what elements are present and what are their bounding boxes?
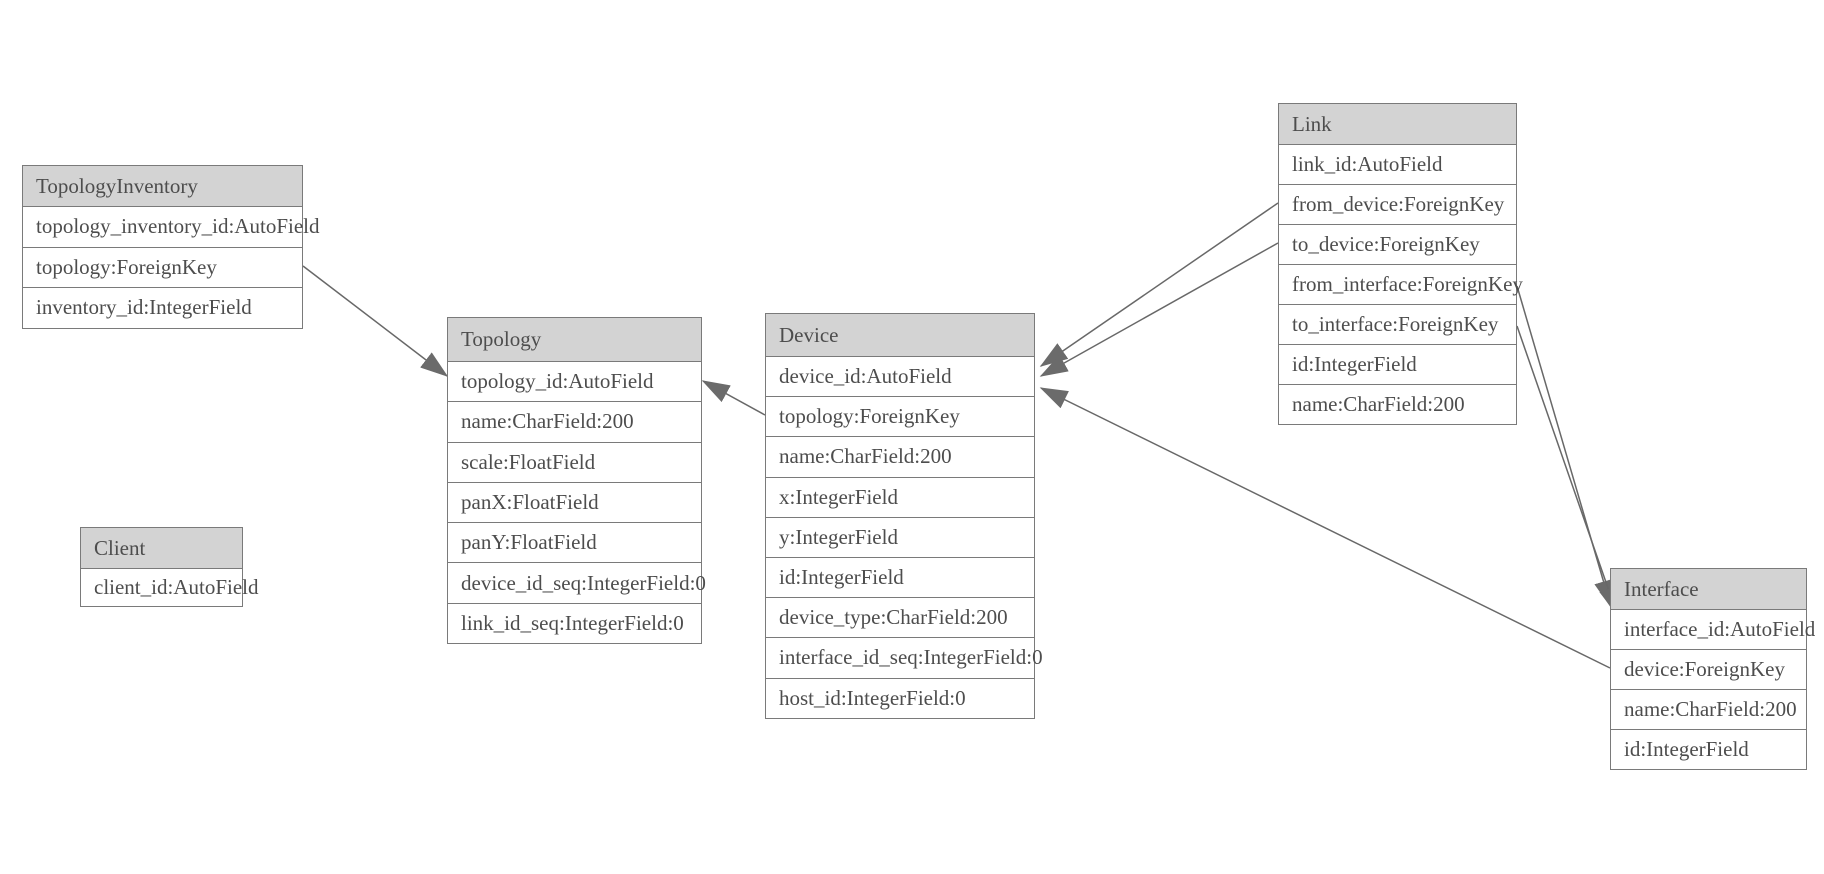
field-client-client_id: client_id:AutoField (81, 568, 258, 606)
field-topologyinventory-topology_inventory_id: topology_inventory_id:AutoField (23, 206, 320, 247)
field-topology-panY: panY:FloatField (448, 522, 701, 563)
field-interface-device: device:ForeignKey (1611, 649, 1806, 689)
entity-title-link: Link (1279, 104, 1516, 144)
field-link-from_device: from_device:ForeignKey (1279, 184, 1516, 224)
edge-link-from_device-device (1039, 202, 1279, 367)
field-device-interface_id_seq: interface_id_seq:IntegerField:0 (766, 637, 1043, 678)
edge-device-topology (701, 380, 766, 416)
edge-topologyinventory-topology (302, 265, 449, 377)
edge-link-from_interface-interface (1516, 285, 1613, 609)
entity-title-device: Device (766, 314, 1034, 356)
field-device-y: y:IntegerField (766, 516, 1034, 557)
field-topology-panX: panX:FloatField (448, 481, 701, 523)
entity-title-client: Client (81, 528, 242, 568)
field-interface-id: id:IntegerField (1611, 729, 1806, 769)
edge-link-to_interface-interface (1516, 325, 1618, 616)
field-topology-scale: scale:FloatField (448, 441, 701, 482)
field-topologyinventory-inventory_id: inventory_id:IntegerField (23, 287, 302, 328)
field-interface-name: name:CharField:200 (1611, 689, 1806, 729)
field-link-to_interface: to_interface:ForeignKey (1279, 304, 1516, 344)
edge-interface-device (1039, 387, 1611, 669)
entity-title-interface: Interface (1611, 569, 1806, 609)
field-link-link_id: link_id:AutoField (1279, 144, 1516, 184)
field-device-name: name:CharField:200 (766, 436, 1034, 477)
field-link-id: id:IntegerField (1279, 344, 1516, 384)
field-device-device_id: device_id:AutoField (766, 356, 1034, 397)
field-link-name: name:CharField:200 (1279, 384, 1516, 424)
field-device-topology: topology:ForeignKey (766, 396, 1034, 437)
field-device-host_id: host_id:IntegerField:0 (766, 677, 1034, 718)
field-interface-interface_id: interface_id:AutoField (1611, 609, 1815, 649)
field-topologyinventory-topology: topology:ForeignKey (23, 246, 302, 288)
field-topology-device_id_seq: device_id_seq:IntegerField:0 (448, 562, 706, 603)
field-topology-link_id_seq: link_id_seq:IntegerField:0 (448, 602, 701, 644)
field-device-x: x:IntegerField (766, 476, 1034, 517)
entity-title-topology: Topology (448, 318, 701, 361)
field-topology-name: name:CharField:200 (448, 401, 701, 442)
entity-title-topologyinventory: TopologyInventory (23, 166, 302, 206)
field-device-id: id:IntegerField (766, 556, 1034, 598)
field-link-to_device: to_device:ForeignKey (1279, 224, 1516, 264)
relationship-edges (302, 202, 1618, 669)
edge-link-to_device-device (1039, 242, 1279, 377)
field-device-device_type: device_type:CharField:200 (766, 597, 1034, 638)
field-topology-topology_id: topology_id:AutoField (448, 361, 701, 402)
field-link-from_interface: from_interface:ForeignKey (1279, 264, 1523, 304)
